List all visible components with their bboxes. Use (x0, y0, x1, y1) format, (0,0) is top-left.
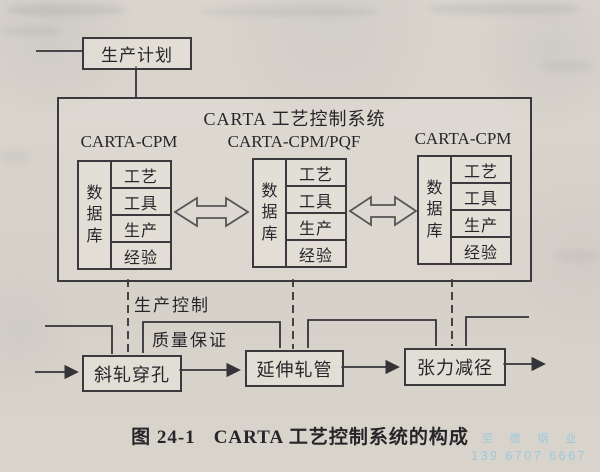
paper-smudge (6, 4, 126, 16)
quality-assurance-label: 质量保证 (152, 331, 228, 350)
paper-smudge (430, 3, 580, 15)
production-control-label: 生产控制 (134, 296, 210, 315)
process-label: 张力减径 (417, 358, 493, 378)
module-cell: 生产 (287, 214, 345, 241)
module-cell: 经验 (463, 244, 498, 262)
watermark-phone: 139 6707 6667 (471, 449, 587, 463)
watermark-company: 至 德 钢 业 (481, 433, 584, 445)
process-label: 延伸轧管 (256, 359, 333, 380)
process-box-elongating: 延伸轧管 (245, 350, 344, 387)
module-cell: 工艺 (287, 160, 345, 187)
double-arrow-icon (175, 198, 248, 226)
process-label: 斜轧穿孔 (94, 364, 170, 385)
subsystem-cluster-middle: 数据库 工艺 工具 生产 经验 (252, 158, 347, 268)
double-arrow-icon (350, 197, 416, 225)
module-cell: 工具 (452, 184, 510, 211)
paper-smudge (540, 60, 595, 72)
watermark: 至 德 钢 业 139 6707 6667 (471, 430, 587, 463)
subsystem-cluster-right: 数据库 工艺 工具 生产 经验 (417, 155, 512, 265)
module-cell: 工艺 (112, 162, 170, 189)
subsystem-cluster-left: 数据库 工艺 工具 生产 经验 (77, 160, 172, 270)
database-label: 数据库 (426, 179, 443, 240)
module-cell: 生产 (112, 216, 170, 243)
module-cell: 工具 (112, 189, 170, 216)
paper-smudge (555, 250, 600, 262)
module-cell: 工艺 (452, 157, 510, 184)
database-cell: 数据库 (419, 157, 452, 263)
production-plan-box: 生产计划 (82, 37, 192, 70)
module-cell: 经验 (123, 249, 158, 267)
module-cell: 生产 (452, 211, 510, 238)
production-plan-label: 生产计划 (101, 46, 173, 65)
paper-smudge (0, 26, 60, 36)
process-box-piercing: 斜轧穿孔 (82, 355, 182, 392)
module-cell: 工具 (287, 187, 345, 214)
module-cell: 经验 (298, 247, 333, 265)
module-stack: 工艺 工具 生产 经验 (452, 157, 510, 263)
module-stack: 工艺 工具 生产 经验 (287, 160, 345, 266)
module-stack: 工艺 工具 生产 经验 (112, 162, 170, 268)
figure-number: 图 24-1 (131, 427, 196, 448)
quality-line-2-3 (308, 320, 436, 348)
database-cell: 数据库 (254, 160, 287, 266)
database-cell: 数据库 (79, 162, 112, 268)
database-label: 数据库 (86, 184, 103, 245)
system-title: CARTA 工艺控制系统 (203, 109, 386, 129)
subsystem-name-right: CARTA-CPM (414, 129, 512, 148)
paper-smudge (200, 6, 380, 17)
database-label: 数据库 (261, 182, 278, 243)
quality-line-1-2 (143, 322, 280, 353)
process-box-stretch-reducing: 张力减径 (404, 348, 506, 386)
paper-smudge (0, 150, 30, 164)
quality-line-outgoing (466, 317, 529, 346)
figure-title: CARTA 工艺控制系统的构成 (213, 427, 469, 448)
carta-system-box: CARTA 工艺控制系统 CARTA-CPM CARTA-CPM/PQF CAR… (57, 97, 532, 282)
subsystem-name-middle: CARTA-CPM/PQF (227, 132, 361, 151)
quality-line-incoming (45, 326, 112, 354)
subsystem-name-left: CARTA-CPM (80, 132, 178, 151)
figure-caption: 图 24-1 CARTA 工艺控制系统的构成 (45, 422, 555, 449)
